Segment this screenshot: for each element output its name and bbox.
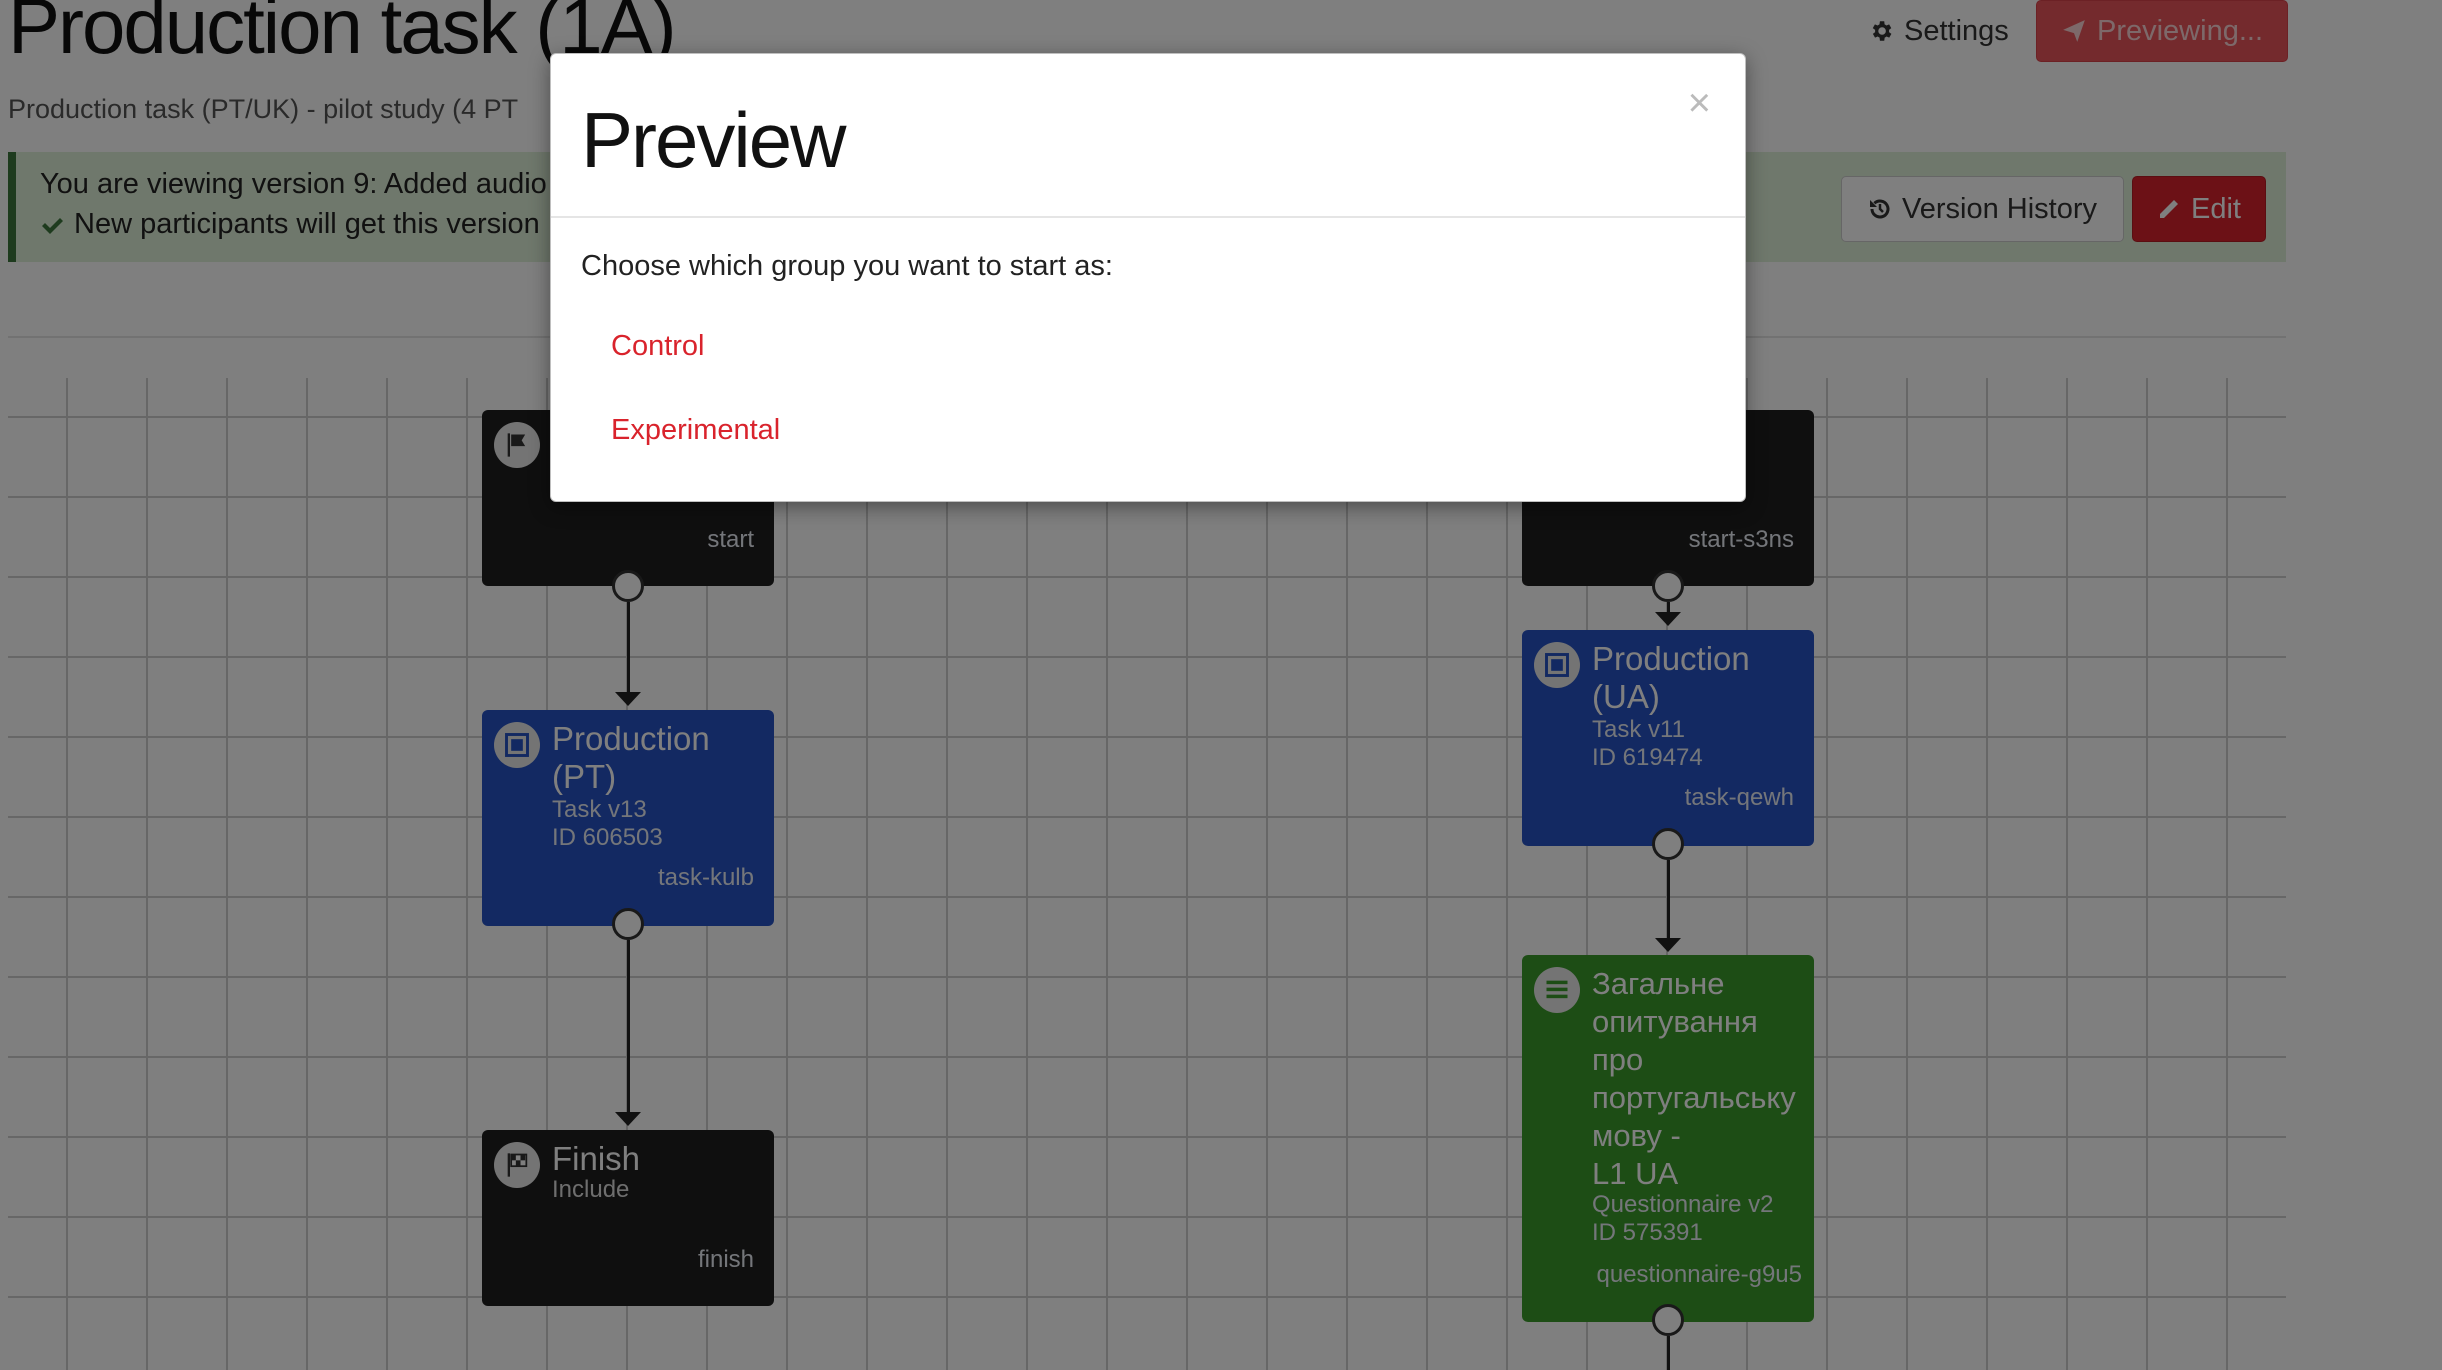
group-option-control[interactable]: Control <box>611 330 705 362</box>
modal-prompt: Choose which group you want to start as: <box>581 250 1113 282</box>
modal-header: Preview × <box>551 54 1745 218</box>
preview-modal: Preview × Choose which group you want to… <box>550 53 1746 502</box>
close-icon[interactable]: × <box>1682 82 1717 124</box>
modal-title: Preview <box>581 96 846 184</box>
group-option-experimental[interactable]: Experimental <box>611 414 781 446</box>
